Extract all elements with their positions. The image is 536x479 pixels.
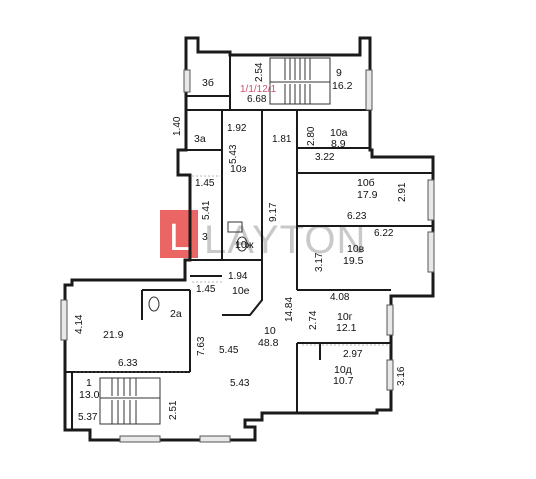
room-10g-number: 10г xyxy=(337,311,353,323)
room-10-area: 48.8 xyxy=(258,337,279,349)
window xyxy=(386,304,394,336)
window xyxy=(119,435,161,443)
dim-6-23: 6.23 xyxy=(347,211,367,222)
dim-2-91: 2.91 xyxy=(397,182,408,202)
sink xyxy=(227,221,243,233)
room-9-number: 9 xyxy=(336,67,342,79)
dim-2-51: 2.51 xyxy=(168,400,179,420)
dim-7-63: 7.63 xyxy=(196,336,207,356)
windows xyxy=(60,69,435,443)
room-10d-area: 10.7 xyxy=(333,375,354,387)
window xyxy=(386,359,394,391)
window xyxy=(427,231,435,273)
dim-1-94: 1.94 xyxy=(228,271,248,282)
window xyxy=(365,69,373,111)
dim-1-92: 1.92 xyxy=(227,123,247,134)
window xyxy=(199,435,231,443)
dim-4-08: 4.08 xyxy=(330,292,350,303)
dim-2-80: 2.80 xyxy=(306,126,317,146)
dim-1-45-a: 1.45 xyxy=(195,178,215,189)
interior-walls xyxy=(65,55,433,430)
room-3a: 3а xyxy=(194,133,206,145)
dim-3-22: 3.22 xyxy=(315,152,335,163)
toilet-bowl xyxy=(236,236,248,252)
dim-1-45-b: 1.45 xyxy=(196,284,216,295)
window xyxy=(183,69,191,93)
room-9-area: 16.2 xyxy=(332,80,353,92)
room-1-number: 1 xyxy=(86,377,92,389)
room-10b-area: 17.9 xyxy=(357,189,378,201)
toilet-bowl xyxy=(148,296,160,312)
dim-9-17: 9.17 xyxy=(268,202,279,222)
dim-5-45: 5.45 xyxy=(219,345,239,356)
room-10v-area: 19.5 xyxy=(343,255,364,267)
room-10e: 10е xyxy=(232,285,250,297)
dim-3-16: 3.16 xyxy=(396,366,407,386)
room-10d-number: 10д xyxy=(334,364,352,376)
dim-6-22: 6.22 xyxy=(374,228,394,239)
dimension-labels: 2.54 6.68 1.40 1.92 5.43 1.81 2.80 3.22 … xyxy=(74,62,408,423)
room-2a: 2а xyxy=(170,308,182,320)
dim-5-43-bottom: 5.43 xyxy=(230,378,250,389)
room-10a-area: 8.9 xyxy=(331,138,346,150)
room-10v-number: 10в xyxy=(347,243,365,255)
dimension-lines xyxy=(75,175,391,373)
room-3: 3 xyxy=(202,231,208,243)
wall-top-section xyxy=(63,36,435,442)
room-10zh: 10ж xyxy=(235,239,254,251)
dim-1-81: 1.81 xyxy=(272,134,292,145)
room-10a-number: 10а xyxy=(330,127,348,139)
dim-2-74: 2.74 xyxy=(308,310,319,330)
toilet-fixture xyxy=(148,221,248,312)
dim-5-43-top: 5.43 xyxy=(228,144,239,164)
layton-watermark: L LAYTON xyxy=(160,210,365,262)
room-10-number: 10 xyxy=(264,325,276,337)
room-3b: 3б xyxy=(202,77,214,89)
layton-logo-box xyxy=(160,210,198,258)
dim-14-84: 14.84 xyxy=(284,297,295,322)
dim-2-54: 2.54 xyxy=(254,62,265,82)
room-10b-number: 10б xyxy=(357,177,375,189)
staircase-code: 1/1/12/1 xyxy=(240,84,277,95)
dim-5-41: 5.41 xyxy=(201,200,212,220)
dim-3-17: 3.17 xyxy=(314,252,325,272)
dim-4-14: 4.14 xyxy=(74,314,85,334)
dim-6-68: 6.68 xyxy=(247,94,267,105)
room-10g-area: 12.1 xyxy=(336,322,357,334)
room-1-area: 13.0 xyxy=(79,389,100,401)
window xyxy=(60,299,68,341)
window xyxy=(427,179,435,221)
dim-5-37: 5.37 xyxy=(78,412,98,423)
dim-1-40: 1.40 xyxy=(172,116,183,136)
top-staircase xyxy=(269,57,331,105)
dim-6-33: 6.33 xyxy=(118,358,138,369)
room-2-area: 21.9 xyxy=(103,329,124,341)
room-labels: 3б 9 16.2 10а 8.9 3а 10з 10б 17.9 3 10ж … xyxy=(79,67,378,401)
room-10z: 10з xyxy=(230,163,247,175)
exterior-walls xyxy=(63,36,435,442)
bottom-staircase xyxy=(99,377,161,425)
dim-2-97: 2.97 xyxy=(343,349,363,360)
layton-logo-letter: L xyxy=(169,217,190,259)
corridor-10e-outline xyxy=(222,259,263,316)
